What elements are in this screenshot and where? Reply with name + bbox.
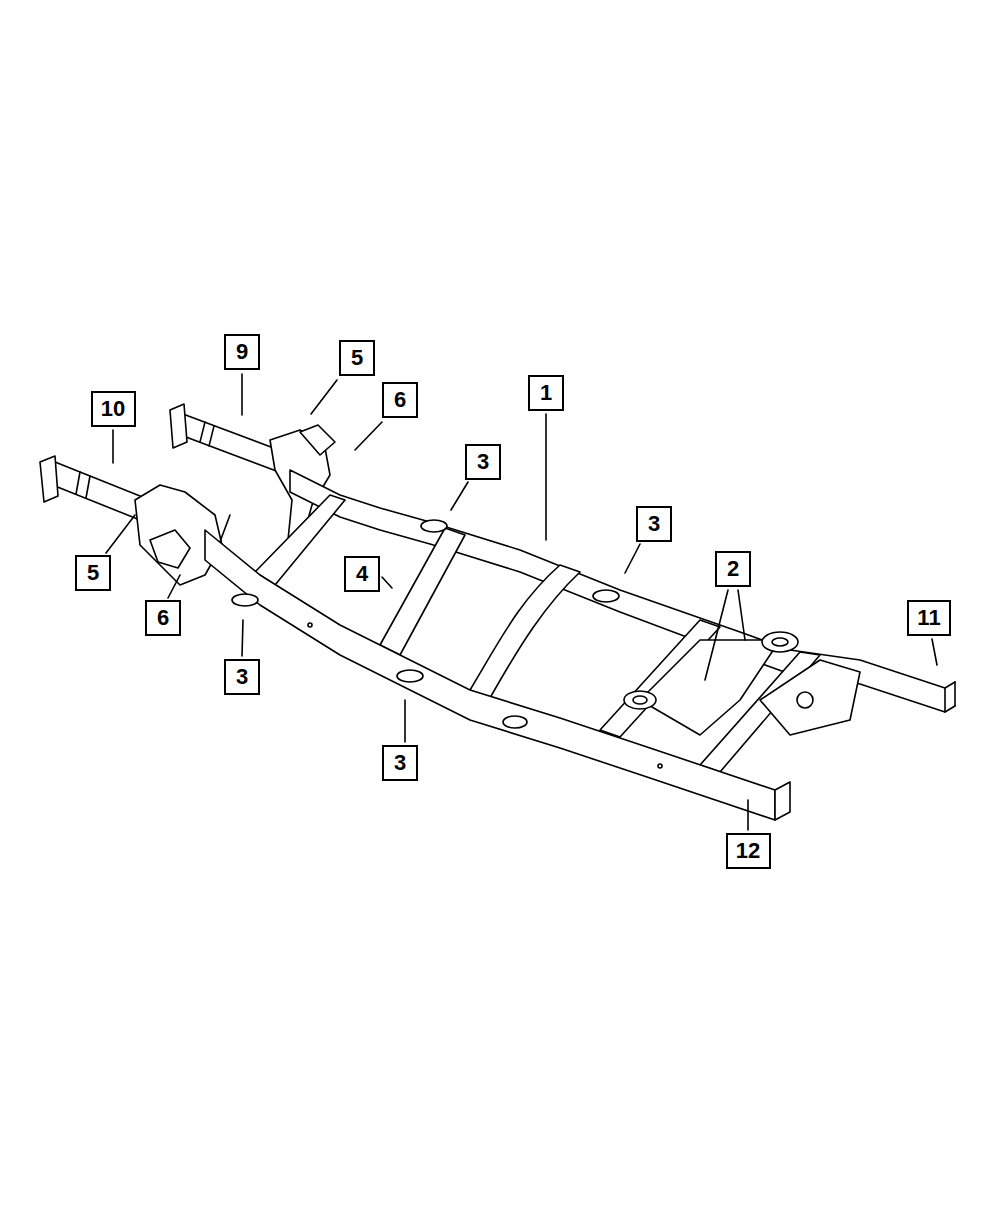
leader-lines [932,639,937,665]
near-rail [308,623,312,627]
body-mounts [593,590,619,602]
leader-lines [404,700,406,742]
leader-lines [705,590,728,680]
callout-number: 6 [382,382,418,418]
callout-number: 1 [528,375,564,411]
crossmembers [772,638,788,646]
leader-lines [112,430,114,463]
leader-lines [106,374,937,830]
near-rail [205,530,790,820]
callout-number: 10 [91,391,136,427]
front-brackets [300,425,335,455]
leader-lines [311,380,337,414]
callout-number: 6 [145,600,181,636]
body-mounts [232,594,258,606]
front-tube [170,404,187,448]
leader-lines [738,590,745,640]
callout-number: 5 [75,555,111,591]
front-tube [200,422,205,442]
far-rail [945,682,955,688]
callout-number: 3 [382,745,418,781]
crossmembers [762,632,798,652]
body-mounts [503,716,527,728]
leader-lines [241,374,243,415]
crossmembers [760,660,860,735]
body-mounts [232,520,619,728]
leader-lines [106,515,135,553]
crossmembers [797,692,813,708]
far-rail [954,682,956,706]
leader-lines [168,575,180,598]
crossmembers [624,691,656,709]
leader-lines [545,414,547,540]
leader-lines [747,800,749,830]
front-tube [209,426,214,446]
callout-number: 5 [339,340,375,376]
callout-number: 3 [224,659,260,695]
near-rail [205,530,775,820]
front-tube [86,476,90,498]
body-mounts [421,520,447,532]
crossmembers [255,495,345,585]
leader-lines [451,482,468,510]
callout-number: 12 [726,833,771,869]
crossmembers [380,528,465,655]
leader-lines [625,544,640,573]
callout-number: 3 [465,444,501,480]
front-tube [76,472,80,494]
crossmembers [470,565,580,698]
far-rail [945,706,955,712]
crossmembers [640,640,780,735]
body-mounts [397,670,423,682]
callout-number: 4 [344,556,380,592]
near-rail [658,764,662,768]
front-tube [40,456,58,502]
leader-lines [355,422,382,450]
leader-lines [382,577,392,588]
crossmembers [633,696,647,704]
callout-number: 11 [907,600,951,636]
front-brackets [150,530,190,568]
callout-number: 3 [636,506,672,542]
callout-number: 9 [224,334,260,370]
near-rail [775,782,790,820]
callout-number: 2 [715,551,751,587]
leader-lines [242,620,243,656]
